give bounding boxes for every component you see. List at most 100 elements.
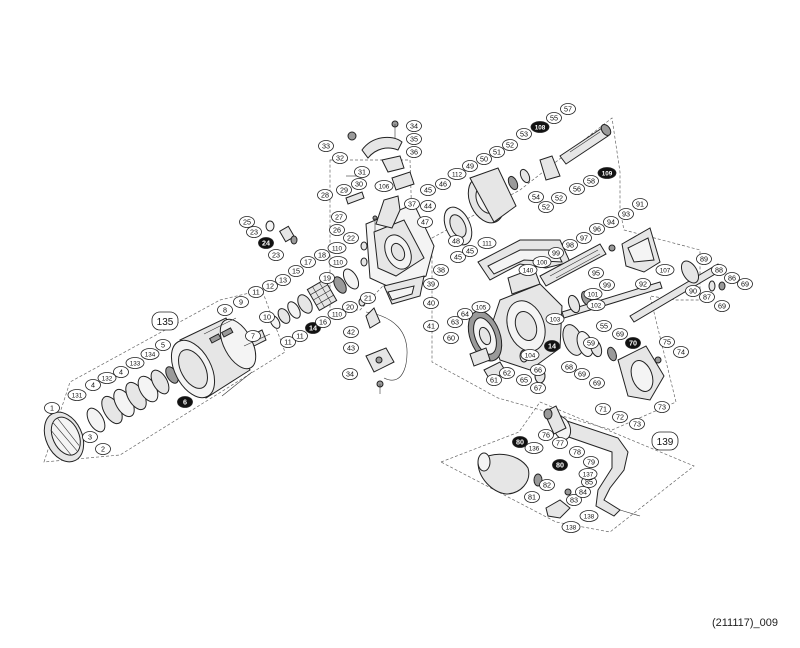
part-callout-99: 99	[599, 279, 615, 291]
callout-bubble	[292, 330, 308, 342]
callout-number: 69	[593, 379, 601, 388]
callout-bubble	[477, 237, 497, 249]
callout-bubble	[343, 232, 359, 244]
callout-number: 110	[332, 246, 343, 253]
body-cover	[608, 227, 661, 273]
part-callout-99: 99	[548, 247, 564, 259]
part-callout-4: 4	[113, 366, 129, 378]
callout-bubble	[177, 396, 193, 408]
part-callout-11: 11	[280, 336, 296, 348]
callout-number: 87	[703, 293, 711, 302]
callout-number: 26	[333, 226, 341, 235]
part-callout-132: 132	[97, 372, 117, 384]
part-callout-45: 45	[420, 184, 436, 196]
callout-bubble	[315, 316, 331, 328]
part-callout-55: 55	[546, 112, 562, 124]
callout-number: 6	[183, 398, 187, 407]
callout-bubble	[635, 278, 651, 290]
callout-number: 137	[583, 472, 594, 479]
part-callout-2: 2	[95, 443, 111, 455]
callout-bubble	[258, 237, 274, 249]
rotor-assembly	[345, 120, 435, 394]
callout-bubble	[524, 491, 540, 503]
part-callout-69: 69	[612, 328, 628, 340]
callout-number: 86	[728, 274, 736, 283]
callout-number: 60	[447, 334, 455, 343]
main-shaft	[559, 124, 612, 165]
part-callout-9: 9	[233, 296, 249, 308]
callout-number: 47	[421, 218, 429, 227]
callout-bubble	[530, 364, 546, 376]
callout-number: 82	[543, 481, 551, 490]
callout-number: 54	[532, 193, 540, 202]
callout-number: 24	[262, 239, 270, 248]
callout-bubble	[435, 178, 451, 190]
part-callout-16: 16	[315, 316, 331, 328]
callout-number: 52	[542, 203, 550, 212]
callout-bubble	[516, 128, 532, 140]
callout-number: 13	[279, 276, 287, 285]
callout-number: 110	[332, 312, 343, 319]
callout-number: 28	[321, 191, 329, 200]
part-callout-56: 56	[569, 183, 585, 195]
callout-bubble	[551, 192, 567, 204]
callout-number: 109	[602, 171, 613, 178]
callout-bubble	[588, 267, 604, 279]
callout-bubble	[659, 336, 675, 348]
callout-bubble	[140, 348, 160, 360]
callout-number: 83	[570, 496, 578, 505]
callout-bubble	[651, 431, 679, 451]
part-callout-81: 81	[524, 491, 540, 503]
callout-bubble	[245, 330, 261, 342]
callout-bubble	[612, 411, 628, 423]
part-callout-54: 54	[528, 191, 544, 203]
callout-bubble	[332, 152, 348, 164]
callout-bubble	[569, 446, 585, 458]
part-callout-26: 26	[329, 224, 345, 236]
callout-number: 57	[564, 105, 572, 114]
part-callout-91: 91	[632, 198, 648, 210]
callout-bubble	[546, 112, 562, 124]
callout-number: 9	[239, 298, 243, 307]
callout-bubble	[586, 299, 606, 311]
callout-number: 133	[130, 361, 141, 368]
callout-bubble	[85, 379, 101, 391]
callout-bubble	[239, 216, 255, 228]
callout-bubble	[545, 313, 565, 325]
part-callout-50: 50	[476, 153, 492, 165]
part-callout-34: 34	[406, 120, 422, 132]
part-callout-89: 89	[696, 253, 712, 265]
callout-number: 134	[145, 352, 156, 359]
callout-number: 59	[587, 339, 595, 348]
part-callout-79: 79	[583, 456, 599, 468]
part-callout-37: 37	[404, 198, 420, 210]
part-callout-69: 69	[737, 278, 753, 290]
callout-number: 3	[88, 433, 92, 442]
spool-assembly	[43, 317, 271, 463]
callout-bubble	[532, 256, 552, 268]
part-callout-1: 1	[44, 402, 60, 414]
part-callout-138: 138	[561, 521, 581, 533]
callout-bubble	[82, 431, 98, 443]
part-callout-52: 52	[502, 139, 518, 151]
callout-bubble	[538, 201, 554, 213]
part-callout-101: 101	[583, 288, 603, 300]
part-callout-100: 100	[532, 256, 552, 268]
callout-number: 56	[573, 185, 581, 194]
callout-number: 48	[452, 237, 460, 246]
callout-bubble	[714, 300, 730, 312]
callout-number: 69	[741, 280, 749, 289]
callout-number: 42	[347, 328, 355, 337]
callout-bubble	[575, 486, 591, 498]
callout-number: 104	[525, 353, 536, 360]
callout-number: 45	[424, 186, 432, 195]
callout-bubble	[486, 374, 502, 386]
part-callout-88: 88	[711, 264, 727, 276]
part-callout-45: 45	[462, 245, 478, 257]
gear-shaft	[539, 243, 663, 319]
part-callout-110: 110	[328, 256, 348, 268]
callout-bubble	[597, 167, 617, 179]
callout-number: 80	[516, 438, 524, 447]
callout-bubble	[595, 403, 611, 415]
callout-bubble	[404, 198, 420, 210]
